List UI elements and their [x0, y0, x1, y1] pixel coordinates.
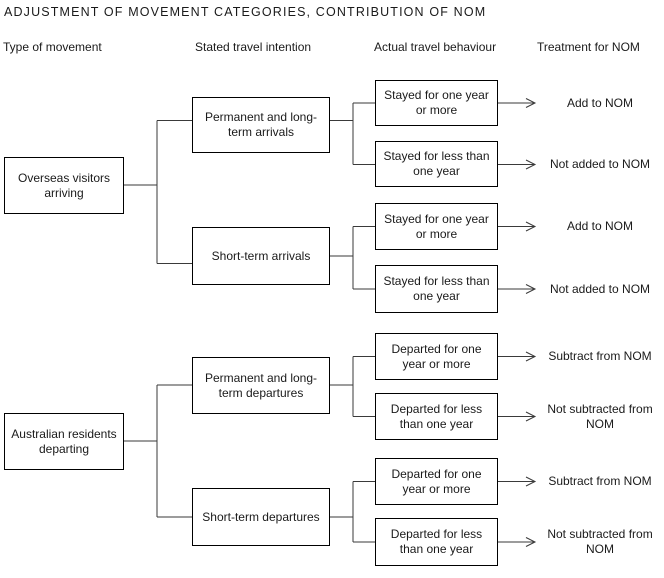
outcome-subtract-from-nom-2: Subtract from NOM: [548, 473, 652, 488]
node-permanent-long-term-arrivals[interactable]: Permanent and long-term arrivals: [192, 97, 330, 153]
outcome-add-to-nom-2: Add to NOM: [566, 218, 634, 233]
outcome-add-to-nom-1: Add to NOM: [566, 95, 634, 110]
column-header-actual-travel-behaviour: Actual travel behaviour: [374, 40, 497, 54]
node-permanent-long-term-departures[interactable]: Permanent and long-term departures: [192, 357, 330, 414]
column-header-treatment-for-nom: Treatment for NOM: [537, 40, 640, 54]
node-stayed-one-year-or-more-2[interactable]: Stayed for one year or more: [375, 203, 498, 250]
node-departed-one-year-or-more-1[interactable]: Departed for one year or more: [375, 333, 498, 380]
node-short-term-departures[interactable]: Short-term departures: [192, 488, 330, 546]
outcome-not-subtracted-from-nom-2: Not subtracted from NOM: [547, 527, 653, 556]
node-short-term-arrivals[interactable]: Short-term arrivals: [192, 227, 330, 285]
node-stayed-one-year-or-more-1[interactable]: Stayed for one year or more: [375, 80, 498, 126]
outcome-subtract-from-nom-1: Subtract from NOM: [548, 348, 652, 363]
column-header-stated-travel-intention: Stated travel intention: [195, 40, 312, 54]
page-title: ADJUSTMENT OF MOVEMENT CATEGORIES, CONTR…: [4, 5, 487, 19]
node-departed-one-year-or-more-2[interactable]: Departed for one year or more: [375, 458, 498, 505]
node-stayed-less-than-one-year-2[interactable]: Stayed for less than one year: [375, 265, 498, 313]
node-australian-residents-departing[interactable]: Australian residents departing: [4, 413, 124, 470]
node-stayed-less-than-one-year-1[interactable]: Stayed for less than one year: [375, 141, 498, 187]
node-departed-less-than-one-year-2[interactable]: Departed for less than one year: [375, 518, 498, 566]
outcome-not-subtracted-from-nom-1: Not subtracted from NOM: [547, 402, 653, 431]
outcome-not-added-to-nom-2: Not added to NOM: [549, 281, 651, 296]
node-overseas-visitors-arriving[interactable]: Overseas visitors arriving: [4, 157, 124, 214]
outcome-not-added-to-nom-1: Not added to NOM: [549, 156, 651, 171]
column-header-type-of-movement: Type of movement: [3, 40, 102, 54]
node-departed-less-than-one-year-1[interactable]: Departed for less than one year: [375, 393, 498, 440]
